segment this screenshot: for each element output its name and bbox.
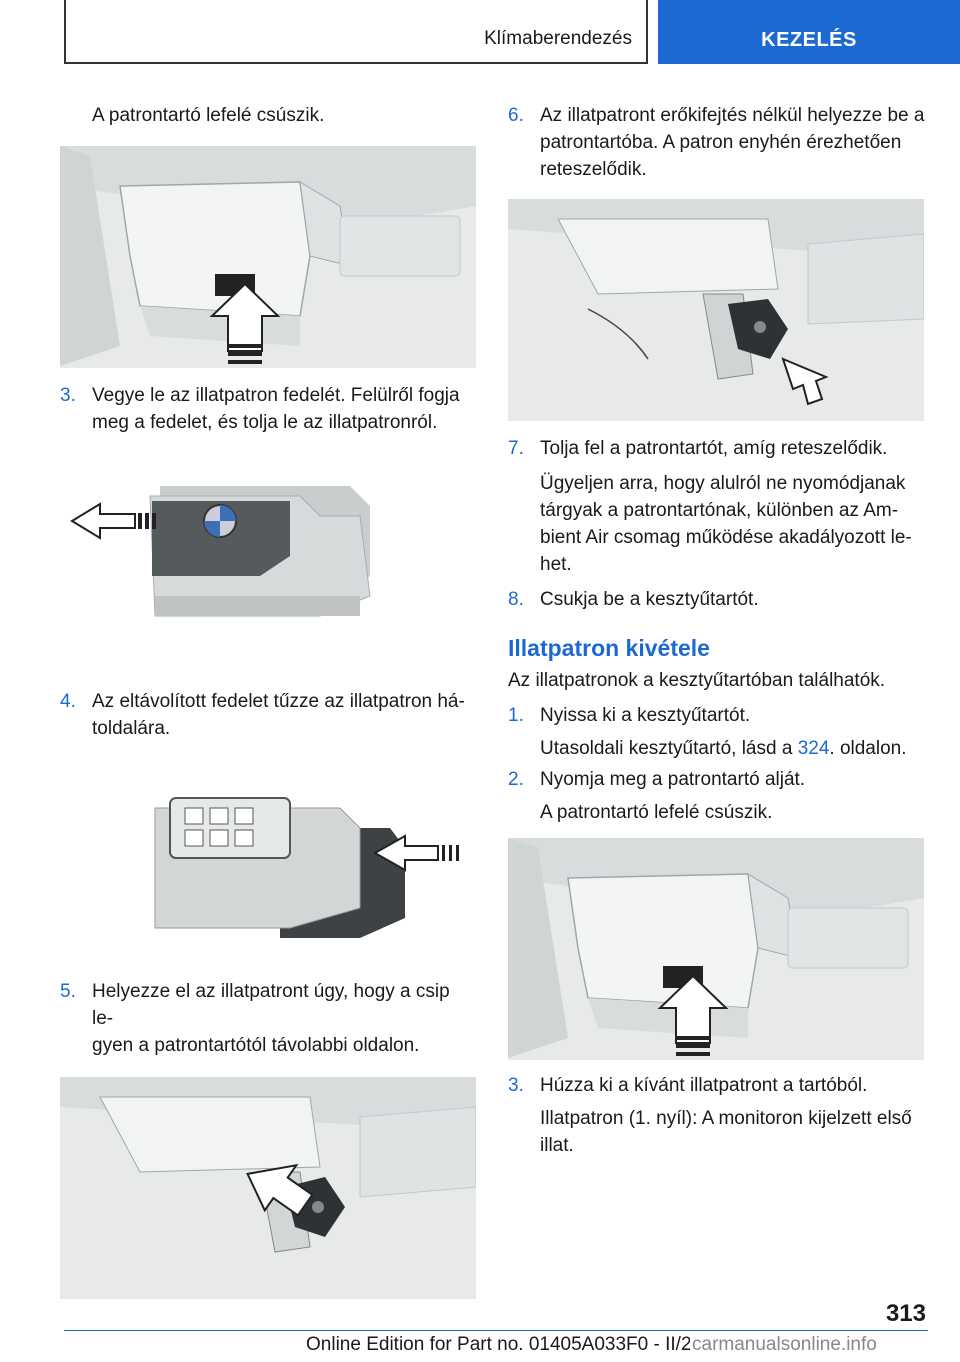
step-3-remove: 3. Húzza ki a kívánt illatpatront a tart…: [508, 1072, 926, 1099]
step-1: 1. Nyissa ki a kesztyűtartót.: [508, 702, 926, 729]
step-3-note: Illatpatron (1. nyíl): A monitoron kijel…: [508, 1105, 926, 1159]
step-text: Nyissa ki a kesztyűtartót.: [540, 705, 751, 726]
note-text: Ügyeljen arra, hogy alulról ne nyomódjan…: [540, 473, 906, 494]
step-number: 5.: [60, 981, 76, 1002]
step-text: reteszelődik.: [540, 159, 647, 180]
cover-attach-image: [60, 778, 476, 958]
step-5: 5. Helyezze el az illatpatront úgy, hogy…: [60, 978, 476, 1059]
step-text: meg a fedelet, és tolja le az illatpatro…: [92, 412, 438, 433]
step-7-note: Ügyeljen arra, hogy alulról ne nyomódjan…: [508, 470, 926, 578]
right-column: 6. Az illatpatront erőkifejtés nélkül he…: [508, 102, 926, 1159]
step-number: 4.: [60, 691, 76, 712]
chapter-title: KEZELÉS: [761, 29, 857, 51]
note-text: . oldalon.: [829, 738, 907, 759]
watermark-text: carmanualsonline.info: [690, 1334, 877, 1356]
step-text: gyen a patrontartótól távolabbi oldalon.: [92, 1035, 420, 1056]
step-text: Húzza ki a kívánt illatpatront a tartóbó…: [540, 1075, 868, 1096]
edition-text: Online Edition for Part no. 01405A033F0 …: [306, 1334, 703, 1355]
step-text: patrontartóba. A patron enyhén érezhetőe…: [540, 132, 902, 153]
step-6: 6. Az illatpatront erőkifejtés nélkül he…: [508, 102, 926, 183]
note-text: illat.: [540, 1135, 574, 1156]
step-4: 4. Az eltávolított fedelet tűzze az illa…: [60, 688, 476, 742]
step-text: Az eltávolított fedelet tűzze az illatpa…: [92, 691, 465, 712]
page-link[interactable]: 324: [797, 738, 830, 759]
section-tab: Klímaberendezés: [64, 0, 648, 64]
step-number: 2.: [508, 769, 524, 790]
step-1-note: Utasoldali kesztyűtartó, lásd a 324. old…: [508, 735, 926, 762]
step-2: 2. Nyomja meg a patrontartó alját.: [508, 766, 926, 793]
section-lead: Az illatpatronok a kesztyűtartóban talál…: [508, 670, 886, 691]
holder-slide-image: [60, 146, 476, 368]
step-text: Az illatpatront erőkifejtés nélkül helye…: [540, 105, 925, 126]
note-text: het.: [540, 554, 572, 575]
step-text: Csukja be a kesztyűtartót.: [540, 589, 759, 610]
note-text: bient Air csomag működése akadályozott l…: [540, 527, 912, 548]
step-text: toldalára.: [92, 718, 171, 739]
note-text: Utasoldali kesztyűtartó, lásd a: [540, 738, 798, 759]
chapter-tab[interactable]: KEZELÉS: [658, 0, 960, 64]
step-number: 3.: [60, 385, 76, 406]
step-text: Vegye le az illatpatron fedelét. Felülrő…: [92, 385, 460, 406]
note-text: tárgyak a patrontartónak, különben az Am…: [540, 500, 899, 521]
step-7: 7. Tolja fel a patrontartót, amíg retesz…: [508, 435, 926, 462]
note-text: Illatpatron (1. nyíl): A monitoron kijel…: [540, 1108, 912, 1129]
cover-removal-image: [60, 466, 476, 666]
step-text: Helyezze el az illatpatront úgy, hogy a …: [92, 981, 450, 1029]
left-column: A patrontartó lefelé csúszik. 3. Vegye l…: [60, 102, 476, 1299]
step-number: 7.: [508, 438, 524, 459]
step-number: 8.: [508, 589, 524, 610]
step-8: 8. Csukja be a kesztyűtartót.: [508, 586, 926, 613]
section-heading: Illatpatron kivétele: [508, 635, 710, 661]
step-text: Tolja fel a patrontartót, amíg reteszelő…: [540, 438, 888, 459]
intro-text: A patrontartó lefelé csúszik.: [92, 105, 325, 126]
step-text: Nyomja meg a patrontartó alját.: [540, 769, 806, 790]
page-number: 313: [885, 1300, 926, 1327]
step-number: 6.: [508, 105, 524, 126]
step-3: 3. Vegye le az illatpatron fedelét. Felü…: [60, 382, 476, 436]
footer-divider: [64, 1330, 928, 1331]
step-2-note: A patrontartó lefelé csúszik.: [540, 802, 773, 823]
cartridge-position-image: [60, 1077, 476, 1299]
step-number: 1.: [508, 705, 524, 726]
step-number: 3.: [508, 1075, 524, 1096]
cartridge-insert-image: [508, 199, 924, 421]
holder-slide-image-2: [508, 838, 924, 1060]
section-title: Klímaberendezés: [484, 28, 632, 49]
